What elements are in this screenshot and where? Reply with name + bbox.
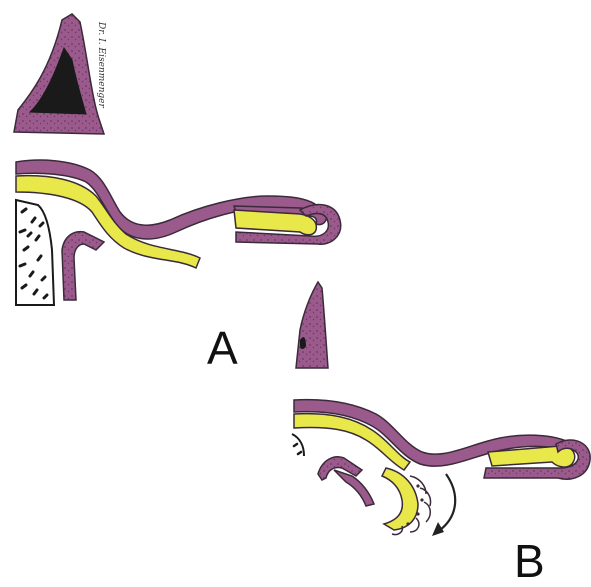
- panel-b-drawing: [292, 400, 590, 536]
- bone-block-a: [16, 200, 54, 305]
- panel-label-b: B: [514, 538, 545, 584]
- panel-label-a: A: [207, 325, 238, 371]
- signature-text: Dr. I. Eisenmenger: [96, 22, 106, 38]
- tissue-triangle-small: [296, 282, 328, 368]
- tissue-hook-a: [62, 232, 104, 300]
- curved-arrow-icon: [432, 474, 455, 536]
- folded-flap-b: [382, 468, 431, 535]
- panel-a-drawing: [16, 160, 341, 368]
- artist-signature: Dr. I. Eisenmenger: [92, 22, 108, 137]
- tissue-triangle-top: [14, 14, 104, 134]
